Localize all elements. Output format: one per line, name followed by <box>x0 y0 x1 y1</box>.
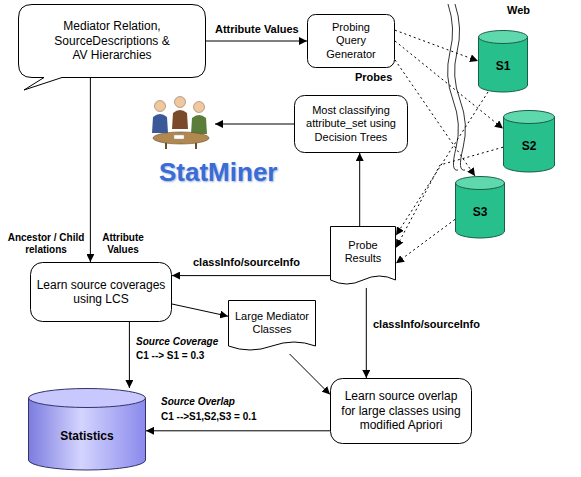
statistic-value: C1 -->S1,S2,S3 = 0.1 <box>160 411 258 423</box>
edge-label: classInfo/sourceInfo <box>372 318 481 331</box>
node-text: S2 <box>522 139 537 153</box>
bubble-outline <box>19 5 206 91</box>
node-text: Learn source overlap for large classes u… <box>336 389 466 432</box>
cylinder-top <box>479 31 528 44</box>
connector <box>172 275 330 276</box>
paper <box>174 135 184 139</box>
person <box>152 114 168 133</box>
connector <box>366 288 367 378</box>
cylinder-top <box>504 111 555 124</box>
web-line <box>448 4 459 170</box>
cylinder-top <box>456 177 505 190</box>
node-text: S3 <box>473 205 488 219</box>
connector <box>172 304 228 316</box>
node-text: Probing Query Generator <box>320 21 382 61</box>
web-label: Web <box>506 4 531 17</box>
cylinder-top <box>29 389 146 408</box>
arrow-to-users <box>215 124 294 125</box>
node-text: Mediator Relation, SourceDescriptions & … <box>48 19 176 62</box>
connector <box>206 41 307 42</box>
cylinder-body <box>504 117 555 172</box>
person-head <box>155 101 166 112</box>
speech-bubble: Mediator Relation, SourceDescriptions & … <box>18 4 206 78</box>
cylinder-body <box>456 183 505 238</box>
document-shape: Large Mediator Classes <box>228 300 316 354</box>
node-text: Statistics <box>60 429 113 443</box>
connector <box>395 30 478 61</box>
table <box>153 132 209 144</box>
node-text: Learn source coverages using LCS <box>36 278 166 307</box>
connector <box>396 92 488 235</box>
connectors <box>90 30 503 431</box>
person <box>191 115 207 134</box>
connector <box>129 322 130 388</box>
statistic-value: C1 --> S1 = 0.3 <box>135 350 205 362</box>
document-outline <box>331 227 396 285</box>
edge-label: Probes <box>354 71 393 84</box>
tool-title: StatMiner <box>158 157 278 188</box>
cylinder-body <box>29 398 146 470</box>
process-box: Learn source coverages using LCS <box>30 262 172 322</box>
people-illustration <box>152 97 209 150</box>
rounded-box <box>295 96 408 153</box>
process-box: Learn source overlap for large classes u… <box>330 378 472 444</box>
edge-label: Ancestor / Child relations <box>5 232 87 256</box>
source-cylinder: S3 <box>455 176 505 238</box>
edge-label: Source Overlap <box>160 396 236 408</box>
database-cylinder: Statistics <box>28 388 146 470</box>
process-box: Most classifying attribute_set using Dec… <box>294 95 408 153</box>
connector <box>359 153 360 226</box>
edge-note: Attribute Values <box>96 232 150 256</box>
document-outline <box>229 301 316 351</box>
process-box: Probing Query Generator <box>307 14 395 68</box>
connector <box>396 219 455 263</box>
node-text: S1 <box>496 59 511 73</box>
rounded-box <box>31 263 172 322</box>
connector <box>290 354 330 395</box>
connector <box>90 78 91 262</box>
node-text: Large Mediator Classes <box>231 310 313 336</box>
edge-label: Attribute Values <box>214 23 300 36</box>
source-cylinder: S2 <box>503 110 555 172</box>
person <box>172 110 188 129</box>
web-line <box>455 4 466 170</box>
edge-label: classInfo/sourceInfo <box>192 256 301 269</box>
node-text: Most classifying attribute_set using Dec… <box>297 104 405 144</box>
edge-label: Source Coverage <box>135 336 219 348</box>
node-text: Probe Results <box>333 239 393 265</box>
source-cylinder: S1 <box>478 30 528 92</box>
rounded-box <box>331 379 472 444</box>
web-boundary <box>448 4 466 170</box>
rounded-box <box>308 15 395 68</box>
document-shape: Probe Results <box>330 226 396 288</box>
cylinder-body <box>479 37 528 92</box>
person-head <box>194 102 205 113</box>
person-head <box>175 97 186 108</box>
connector <box>146 430 330 431</box>
